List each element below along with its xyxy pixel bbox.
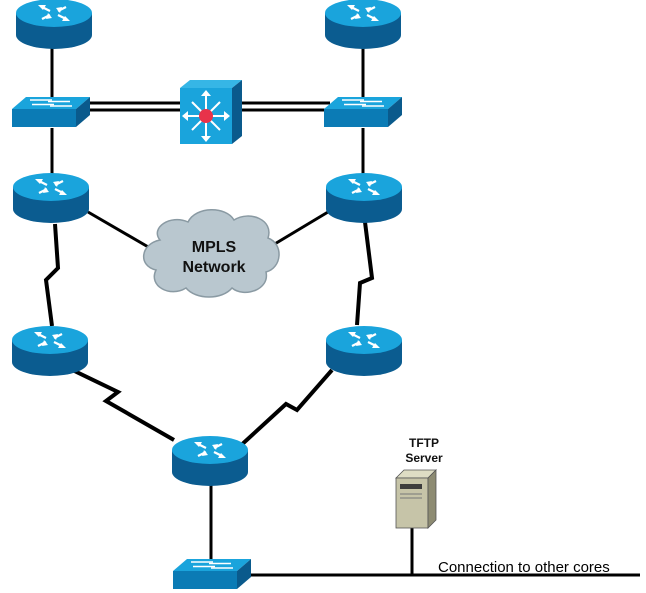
router-top-left: [14, 0, 94, 51]
router-mid-left: [11, 171, 91, 225]
drive-bay: [400, 484, 422, 489]
server-label-line2: Server: [405, 451, 443, 465]
router-low-right: [324, 324, 404, 378]
switch-left: [11, 96, 91, 128]
router-mid-right: [324, 171, 404, 225]
switch-right: [323, 96, 403, 128]
connection-label: Connection to other cores: [438, 559, 610, 576]
cloud-label-line1: MPLS: [192, 239, 237, 256]
tftp-server: TFTP Server: [395, 436, 443, 529]
router-top-right: [323, 0, 403, 51]
switch-bottom: [172, 558, 252, 590]
multilayer-switch: [180, 80, 242, 144]
cloud-label-line2: Network: [182, 259, 245, 276]
router-low-left: [10, 324, 90, 378]
server-label-line1: TFTP: [409, 436, 439, 450]
mpls-cloud: MPLS Network: [143, 209, 280, 298]
l3-center-dot: [199, 109, 213, 123]
router-bottom: [170, 434, 250, 488]
links: [43, 40, 640, 577]
